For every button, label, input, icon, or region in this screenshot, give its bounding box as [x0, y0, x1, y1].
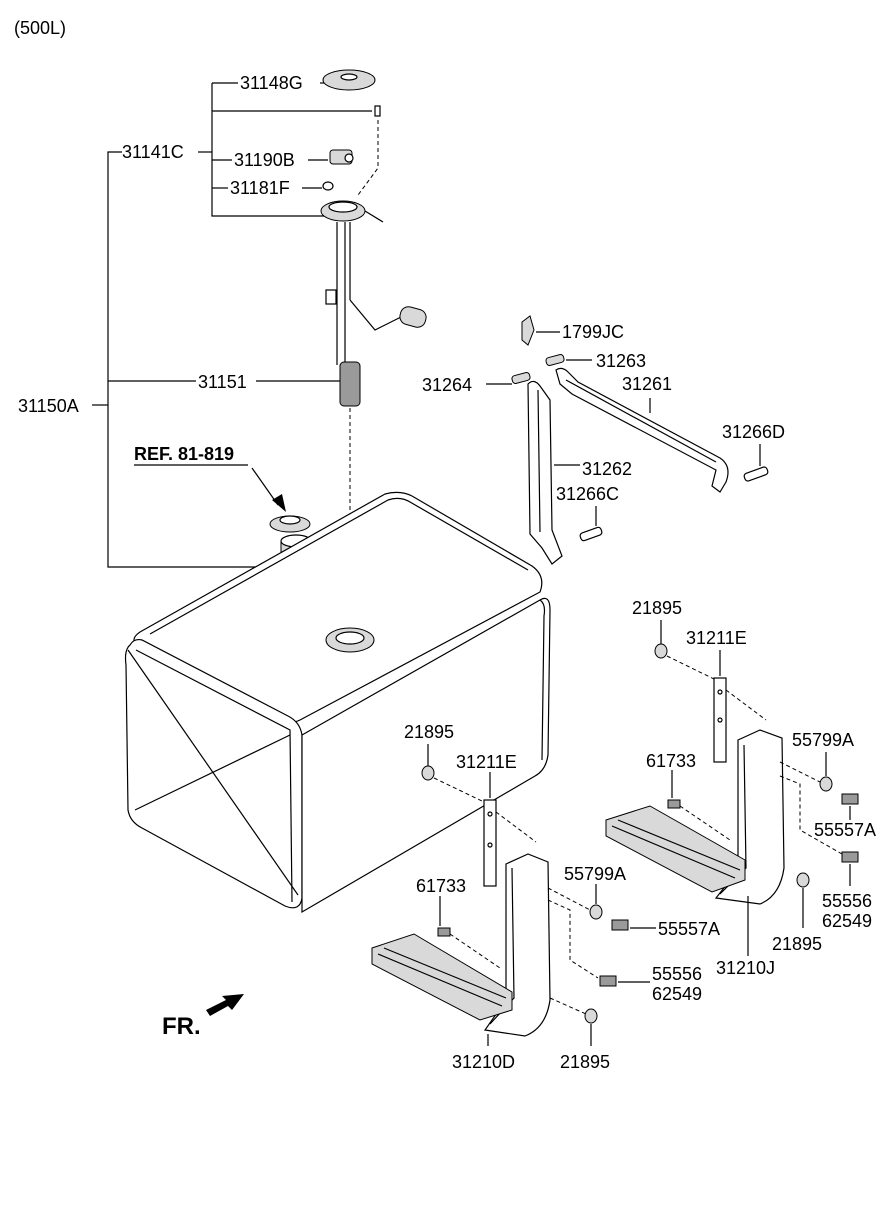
left-step-bracket: [371, 744, 656, 1046]
label-55557A-left: 55557A: [658, 919, 720, 939]
label-62549-right: 62549: [822, 911, 872, 931]
filler-neck-assembly: REF. 81-819: [134, 444, 312, 568]
label-31266D: 31266D: [722, 422, 785, 442]
label-21895-left-top: 21895: [404, 722, 454, 742]
front-direction-indicator: FR.: [162, 994, 244, 1040]
label-31190B: 31190B: [234, 150, 295, 170]
label-31211E-right: 31211E: [686, 628, 747, 648]
right-step-bracket: [605, 620, 859, 956]
label-31151: 31151: [198, 372, 247, 392]
label-31211E-left: 31211E: [456, 752, 517, 772]
strap-assembly: [486, 315, 769, 565]
label-31150A: 31150A: [18, 396, 79, 416]
label-55799A-left: 55799A: [564, 864, 626, 884]
label-31181F: 31181F: [230, 178, 290, 198]
label-1799JC: 1799JC: [562, 322, 624, 342]
callout-tree: [92, 82, 372, 568]
label-21895-right-bottom: 21895: [772, 934, 822, 954]
fuel-tank: [124, 491, 551, 914]
label-21895-left-bottom: 21895: [560, 1052, 610, 1072]
label-62549-left: 62549: [652, 984, 702, 1004]
label-55799A-right: 55799A: [792, 730, 854, 750]
label-31148G: 31148G: [240, 73, 303, 93]
label-31261: 31261: [622, 374, 672, 394]
label-31266C: 31266C: [556, 484, 619, 504]
label-61733-left: 61733: [416, 876, 466, 896]
label-31210J: 31210J: [716, 958, 775, 978]
label-31141C: 31141C: [122, 142, 184, 162]
part-labels: 31148G 31141C 31190B 31181F 31150A 31151…: [18, 73, 876, 1072]
label-31263: 31263: [596, 351, 646, 371]
variant-label: (500L): [14, 18, 66, 38]
label-31262: 31262: [582, 459, 632, 479]
label-55556-right: 55556: [822, 891, 872, 911]
label-55556-left: 55556: [652, 964, 702, 984]
label-55557A-right: 55557A: [814, 820, 876, 840]
front-label: FR.: [162, 1013, 201, 1040]
label-61733-right: 61733: [646, 751, 696, 771]
label-31210D: 31210D: [452, 1052, 515, 1072]
label-21895-right-top: 21895: [632, 598, 682, 618]
label-31264: 31264: [422, 375, 472, 395]
ref-label: REF. 81-819: [134, 444, 234, 464]
sender-unit-assembly: [320, 69, 427, 640]
